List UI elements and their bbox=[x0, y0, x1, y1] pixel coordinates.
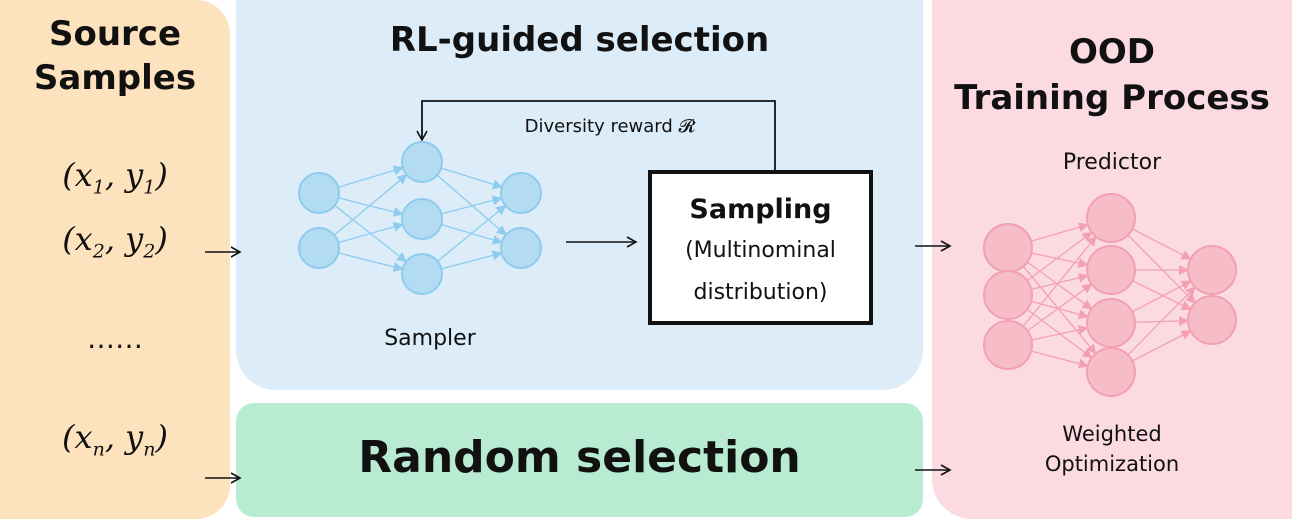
predictor-node bbox=[1086, 193, 1136, 243]
sampler-node bbox=[401, 253, 443, 295]
feedback-loop-arrow bbox=[416, 100, 776, 170]
sampler-edge bbox=[440, 167, 503, 190]
sample-2: (x2, y2) bbox=[62, 220, 168, 263]
predictor-node bbox=[1187, 295, 1237, 345]
predictor-node bbox=[1086, 347, 1136, 397]
sampler-node bbox=[298, 172, 340, 214]
predictor-edge bbox=[1031, 350, 1089, 369]
predictor-node bbox=[983, 320, 1033, 370]
sampler-edge bbox=[333, 174, 408, 236]
predictor-network-icon bbox=[983, 193, 1237, 397]
sampler-node bbox=[401, 198, 443, 240]
random-title: Random selection bbox=[358, 432, 801, 483]
sampler-edge bbox=[441, 195, 503, 215]
ood-title-line2: Training Process bbox=[954, 78, 1270, 118]
sampler-edge bbox=[338, 197, 404, 217]
predictor-node bbox=[1086, 298, 1136, 348]
sampler-edge bbox=[436, 174, 507, 236]
sample-ellipsis: …… bbox=[87, 322, 143, 355]
predictor-edge bbox=[1030, 300, 1089, 320]
predictor-edge bbox=[1127, 286, 1196, 356]
predictor-edge bbox=[1022, 266, 1097, 355]
sampler-edge bbox=[338, 252, 404, 272]
sampler-edge bbox=[437, 205, 507, 262]
sampling-box bbox=[648, 170, 873, 325]
sample-1: (x1, y1) bbox=[62, 156, 168, 199]
random-selection-panel bbox=[236, 403, 923, 517]
predictor-edge bbox=[1031, 325, 1089, 341]
sampler-node bbox=[500, 172, 542, 214]
predictor-edge bbox=[1022, 235, 1097, 327]
predictor-edge bbox=[1027, 283, 1093, 332]
sampler-edge bbox=[338, 222, 404, 244]
source-title-line2: Samples bbox=[33, 58, 197, 98]
predictor-node bbox=[1187, 245, 1237, 295]
predictor-edge bbox=[1132, 330, 1192, 362]
predictor-node bbox=[983, 223, 1033, 273]
predictor-edge bbox=[1031, 252, 1089, 268]
predictor-edge bbox=[1132, 280, 1192, 310]
source-samples-panel bbox=[0, 0, 230, 519]
optimization-label: Optimization bbox=[1044, 452, 1180, 476]
sampler-node bbox=[401, 141, 443, 183]
sampler-edge bbox=[441, 250, 503, 270]
sampler-node bbox=[500, 227, 542, 269]
predictor-label: Predictor bbox=[1062, 150, 1162, 175]
sampling-line2: distribution) bbox=[693, 280, 828, 305]
weighted-label: Weighted bbox=[1062, 422, 1162, 446]
sampler-network-icon bbox=[298, 141, 542, 295]
predictor-edge bbox=[1026, 231, 1093, 282]
predictor-edge bbox=[1030, 222, 1089, 242]
ood-title-line1: OOD bbox=[1068, 32, 1156, 72]
predictor-node bbox=[983, 270, 1033, 320]
predictor-edge bbox=[1127, 234, 1196, 304]
diversity-reward-label: Diversity reward 𝓡 bbox=[524, 116, 696, 137]
sample-n: (xn, yn) bbox=[62, 418, 168, 461]
predictor-edge bbox=[1131, 280, 1192, 313]
rl-title: RL-guided selection bbox=[389, 20, 770, 60]
sampler-edge bbox=[337, 165, 404, 188]
sampler-node bbox=[298, 227, 340, 269]
predictor-node bbox=[1086, 245, 1136, 295]
predictor-edge bbox=[1027, 261, 1093, 310]
source-title-line1: Source bbox=[48, 14, 182, 54]
sampling-line1: (Multinominal bbox=[685, 238, 836, 263]
predictor-edge bbox=[1132, 228, 1192, 260]
sampling-title: Sampling bbox=[689, 194, 832, 225]
sampler-label: Sampler bbox=[384, 326, 476, 351]
